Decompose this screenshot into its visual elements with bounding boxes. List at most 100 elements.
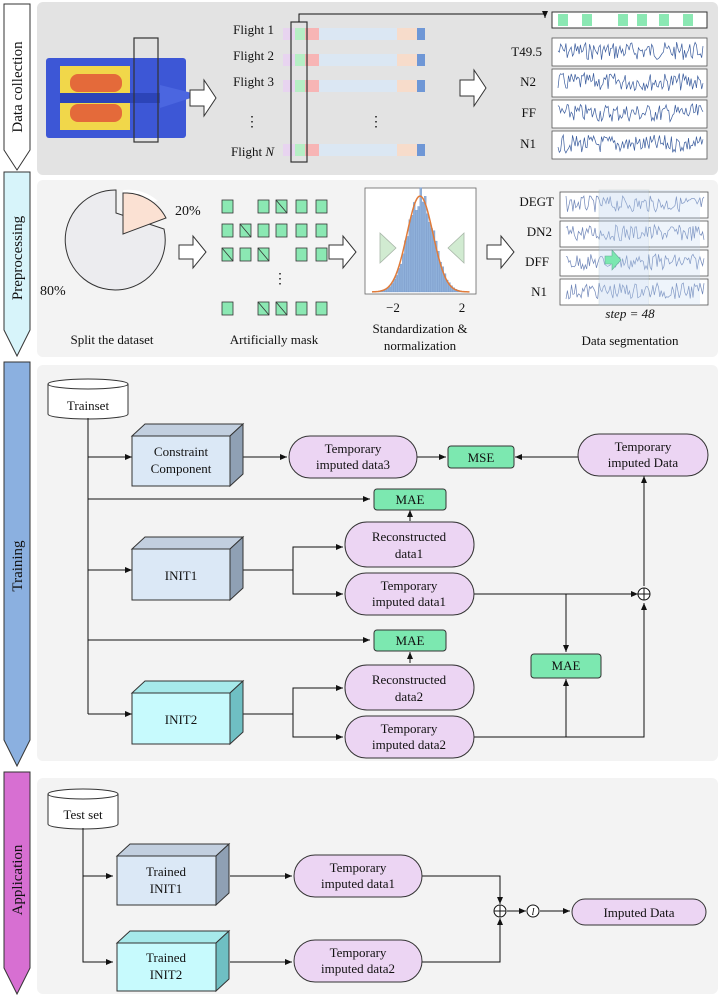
- svg-text:MAE: MAE: [552, 658, 581, 673]
- temporary-imputed-data: Temporary imputed Data: [577, 433, 709, 477]
- trained-init1-block: Trained INIT1: [115, 842, 231, 907]
- engine-icon: [46, 37, 200, 143]
- signal-plot: [551, 99, 708, 129]
- mask-cell: [295, 223, 308, 238]
- trained-init2-block: Trained INIT2: [115, 929, 231, 993]
- mae-box-2: MAE: [373, 629, 447, 652]
- flight-label: Flight 3: [233, 74, 274, 89]
- svg-text:Imputed Data: Imputed Data: [603, 905, 674, 920]
- flight-list: Flight 1 Flight 2 Flight 3 ⋮ Flight N: [231, 22, 275, 159]
- svg-text:INIT1: INIT1: [150, 881, 183, 896]
- svg-text:imputed data3: imputed data3: [316, 457, 390, 472]
- svg-text:imputed data1: imputed data1: [372, 594, 446, 609]
- histogram-plot: −2 2 Standardization & normalization: [364, 187, 477, 353]
- temporary-imputed-data2: Temporary imputed data2: [344, 715, 475, 759]
- svg-text:Constraint: Constraint: [154, 444, 209, 459]
- svg-text:N1: N1: [520, 136, 536, 151]
- svg-text:MAE: MAE: [396, 633, 425, 648]
- arrow-icon: [189, 78, 217, 118]
- svg-text:FF: FF: [522, 105, 536, 120]
- svg-text:Component: Component: [151, 461, 212, 476]
- svg-text:imputed Data: imputed Data: [608, 455, 679, 470]
- mask-cell: [239, 247, 252, 262]
- svg-text:Temporary: Temporary: [381, 721, 438, 736]
- flight-label: Flight 1: [233, 22, 274, 37]
- reconstructed-data2: Reconstructed data2: [344, 664, 475, 711]
- arrow-icon: [486, 234, 515, 270]
- mask-cell: [295, 301, 308, 316]
- stage-arrow-data-collection: Data collection: [3, 3, 31, 171]
- stage-arrow-preprocessing: Preprocessing: [3, 171, 31, 358]
- flight-dots: ⋮: [245, 115, 259, 130]
- mask-cell: [221, 223, 234, 238]
- stage-label-preprocessing: Preprocessing: [10, 215, 26, 300]
- mae-box-3: MAE: [530, 653, 602, 679]
- application-connectors: [82, 828, 570, 965]
- svg-text:⋮: ⋮: [369, 115, 383, 130]
- svg-text:Temporary: Temporary: [325, 441, 382, 456]
- mask-cell: [275, 223, 288, 238]
- svg-text:DEGT: DEGT: [519, 194, 554, 209]
- app-temporary-imputed-data2: Temporary imputed data2: [293, 939, 423, 983]
- svg-text:Temporary: Temporary: [330, 860, 387, 875]
- mask-cell: [315, 247, 328, 262]
- flight-label: Flight 2: [233, 48, 274, 63]
- arrow-icon: [328, 234, 357, 270]
- sum-node-application: [493, 904, 507, 918]
- mask-cell: [221, 199, 234, 214]
- norm-label: normalization: [384, 338, 457, 353]
- mask-cell: [221, 301, 234, 316]
- svg-text:T49.5: T49.5: [511, 44, 542, 59]
- constraint-component-block: Constraint Component: [130, 422, 245, 488]
- step-text: step = 48: [605, 306, 655, 321]
- mask-cell: [315, 301, 328, 316]
- norm-label: Standardization &: [373, 321, 468, 336]
- mask-dots: ⋮: [273, 272, 287, 287]
- svg-text:INIT1: INIT1: [165, 568, 198, 583]
- training-connectors: [87, 418, 647, 740]
- stage-arrow-application: Application: [3, 771, 31, 996]
- imputed-data-output: Imputed Data: [571, 898, 707, 926]
- stage-label-training: Training: [10, 540, 26, 592]
- axis-max: 2: [459, 300, 466, 315]
- svg-text:l: l: [531, 906, 534, 918]
- mask-cell: [295, 199, 308, 214]
- svg-text:DFF: DFF: [525, 254, 549, 269]
- temporary-imputed-data1: Temporary imputed data1: [344, 572, 475, 616]
- flight-label-n: Flight N: [231, 144, 275, 159]
- split-label: Split the dataset: [70, 332, 153, 347]
- svg-text:Reconstructed: Reconstructed: [372, 529, 447, 544]
- flight-bars: ⋮: [283, 11, 548, 163]
- mse-box: MSE: [447, 445, 515, 469]
- signal-labels: T49.5 N2 FF N1: [511, 44, 542, 151]
- segmentation-plots: [559, 191, 709, 306]
- signal-plot: [551, 37, 708, 67]
- svg-text:imputed data1: imputed data1: [321, 876, 395, 891]
- svg-text:MAE: MAE: [396, 492, 425, 507]
- stage-label-data-collection: Data collection: [10, 41, 26, 133]
- stage-arrow-training: Training: [3, 361, 31, 768]
- svg-text:Trainset: Trainset: [67, 398, 110, 413]
- svg-text:Trained: Trained: [146, 950, 186, 965]
- svg-text:data1: data1: [395, 546, 423, 561]
- segmentation-labels: DEGT DN2 DFF N1: [519, 194, 554, 299]
- arrow-icon: [459, 68, 487, 108]
- init1-block: INIT1: [130, 535, 245, 602]
- svg-text:Temporary: Temporary: [381, 578, 438, 593]
- svg-text:Temporary: Temporary: [330, 945, 387, 960]
- segmentation-windows: [598, 189, 700, 306]
- split-pie: 20% 80% Split the dataset: [40, 189, 201, 347]
- mask-cell: [257, 223, 270, 238]
- svg-text:MSE: MSE: [468, 450, 495, 465]
- mask-cell: [315, 199, 328, 214]
- seg-label: Data segmentation: [581, 333, 679, 348]
- mask-strip: [551, 11, 708, 29]
- init2-block: INIT2: [130, 679, 245, 746]
- svg-text:Test set: Test set: [63, 807, 103, 822]
- mae-box-1: MAE: [373, 488, 447, 511]
- temporary-imputed-data3: Temporary imputed data3: [288, 435, 418, 479]
- svg-text:N2: N2: [520, 74, 536, 89]
- stage-label-application: Application: [10, 844, 26, 915]
- mask-grid: [221, 199, 328, 316]
